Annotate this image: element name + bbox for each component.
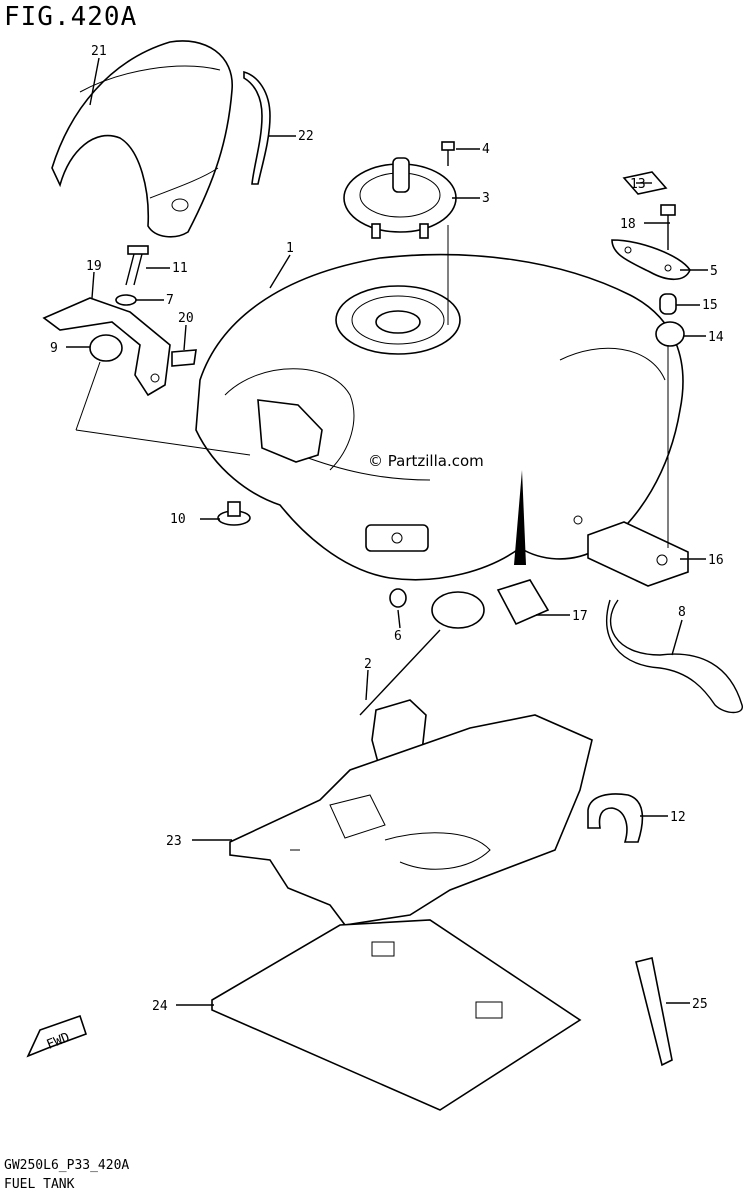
figure-code: GW250L6_P33_420A xyxy=(4,1158,130,1173)
callout-20: 20 xyxy=(178,311,194,326)
part-12-clamp xyxy=(587,793,644,843)
part-7-washer xyxy=(115,294,137,306)
callout-9: 9 xyxy=(50,341,58,356)
part-10-bolt xyxy=(217,501,251,526)
callout-23: 23 xyxy=(166,834,182,849)
part-16-damper xyxy=(587,521,689,587)
callout-21: 21 xyxy=(91,44,107,59)
part-17-decal xyxy=(496,579,550,626)
part-6-o-ring xyxy=(389,588,407,608)
part-25-cable-tie xyxy=(635,957,673,1067)
part-15-collar xyxy=(659,293,677,315)
callout-5: 5 xyxy=(710,264,718,279)
part-8-hose xyxy=(606,599,743,714)
callout-13: 13 xyxy=(630,177,646,192)
part-3-fuel-cap xyxy=(343,157,457,239)
callout-7: 7 xyxy=(166,293,174,308)
figure-title: FIG.420A xyxy=(4,2,138,32)
part-18-bolt xyxy=(660,204,676,250)
fwd-arrow: FWD xyxy=(26,1014,88,1058)
leader-lines xyxy=(66,57,708,1006)
watermark: © Partzilla.com xyxy=(368,452,484,470)
pointer-arrow xyxy=(514,470,526,565)
callout-18: 18 xyxy=(620,217,636,232)
callout-labels: 21 22 4 3 1 13 18 5 15 14 19 11 7 20 9 1… xyxy=(50,44,724,1014)
callout-10: 10 xyxy=(170,512,186,527)
part-22-strip xyxy=(243,70,271,185)
part-5-bracket xyxy=(611,239,691,281)
callout-3: 3 xyxy=(482,191,490,206)
callout-12: 12 xyxy=(670,810,686,825)
callout-16: 16 xyxy=(708,553,724,568)
part-11-screw xyxy=(125,245,149,286)
callout-19: 19 xyxy=(86,259,102,274)
part-9-grommet xyxy=(89,334,123,362)
callout-11: 11 xyxy=(172,261,188,276)
part-20-cushion xyxy=(171,349,197,367)
part-24-plate xyxy=(211,919,582,1111)
part-19-bracket xyxy=(42,297,171,397)
callout-6: 6 xyxy=(394,629,402,644)
callout-25: 25 xyxy=(692,997,708,1012)
figure-name: FUEL TANK xyxy=(4,1177,75,1192)
part-14-cushion xyxy=(655,321,685,347)
callout-14: 14 xyxy=(708,330,724,345)
part-23-heat-shield xyxy=(229,714,593,926)
part-1-fuel-tank xyxy=(195,253,684,581)
part-21-tank-cover xyxy=(51,40,233,238)
part-4-screw xyxy=(441,141,455,166)
callout-15: 15 xyxy=(702,298,718,313)
callout-2: 2 xyxy=(364,657,372,672)
callout-17: 17 xyxy=(572,609,588,624)
callout-24: 24 xyxy=(152,999,168,1014)
callout-22: 22 xyxy=(298,129,314,144)
callout-8: 8 xyxy=(678,605,686,620)
callout-4: 4 xyxy=(482,142,490,157)
callout-1: 1 xyxy=(286,241,294,256)
